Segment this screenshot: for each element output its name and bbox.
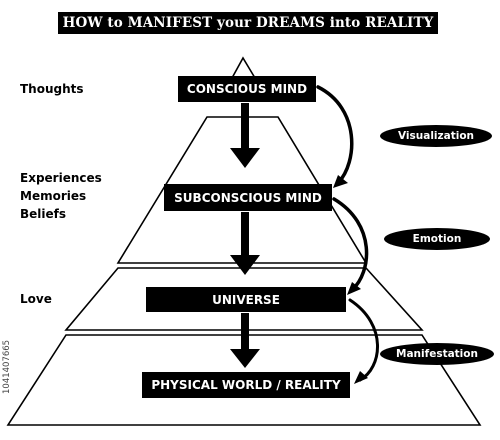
level-subconscious-mind: SUBCONSCIOUS MIND (164, 184, 332, 211)
label-love: Love (20, 292, 52, 306)
pyramid-tier-3-outline (6, 334, 482, 426)
curve-arrowhead-visualization (333, 175, 348, 188)
curve-arrowhead-manifestation (354, 371, 368, 384)
level-conscious-mind: CONSCIOUS MIND (178, 76, 316, 102)
curve-arrowhead-emotion (347, 282, 361, 295)
curve-arrow-emotion (332, 197, 369, 292)
diagram-title: HOW to MANIFEST your DREAMS into REALITY (58, 12, 438, 34)
label-experiences: Experiences (20, 171, 102, 185)
level-physical-world-reality: PHYSICAL WORLD / REALITY (142, 372, 350, 398)
arrow-down-conscious-to-subconscious (230, 103, 260, 168)
label-memories: Memories (20, 189, 87, 203)
process-visualization: Visualization (380, 125, 492, 147)
curve-arrow-manifestation (348, 298, 379, 382)
process-emotion: Emotion (384, 228, 490, 250)
process-manifestation: Manifestation (380, 343, 494, 365)
pyramid-tier-2-outline (64, 267, 424, 331)
curve-arrow-visualization (316, 85, 354, 185)
arrow-down-universe-to-physical (230, 313, 260, 368)
pyramid-apex-outline (231, 56, 256, 79)
label-thoughts: Thoughts (20, 82, 84, 96)
level-universe: UNIVERSE (146, 287, 346, 312)
label-beliefs: Beliefs (20, 207, 67, 221)
arrow-down-subconscious-to-universe (230, 212, 260, 275)
stock-image-id: 1041407665 (2, 339, 12, 395)
